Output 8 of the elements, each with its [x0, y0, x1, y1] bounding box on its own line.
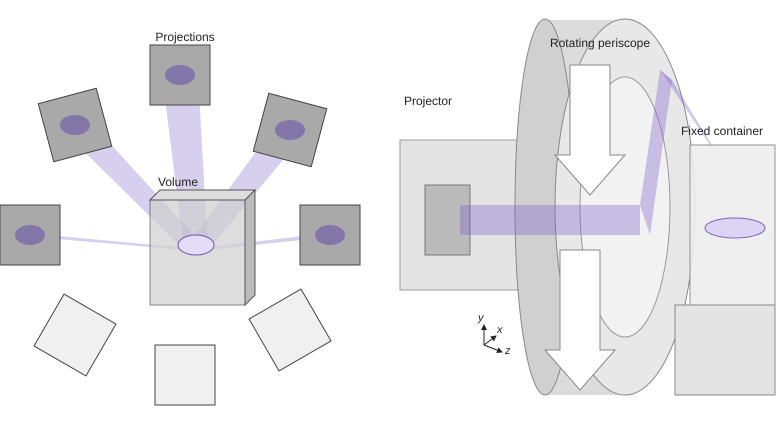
- part-label: Volume: [158, 175, 198, 189]
- part-label: Rotating periscope: [550, 36, 650, 50]
- part-label: Projections: [155, 30, 215, 44]
- axis-label: y: [478, 312, 484, 324]
- part-label: Projector: [404, 94, 452, 108]
- part-label: Fixed container: [680, 124, 764, 138]
- axis-label: x: [497, 324, 502, 336]
- axis-label: z: [505, 345, 510, 357]
